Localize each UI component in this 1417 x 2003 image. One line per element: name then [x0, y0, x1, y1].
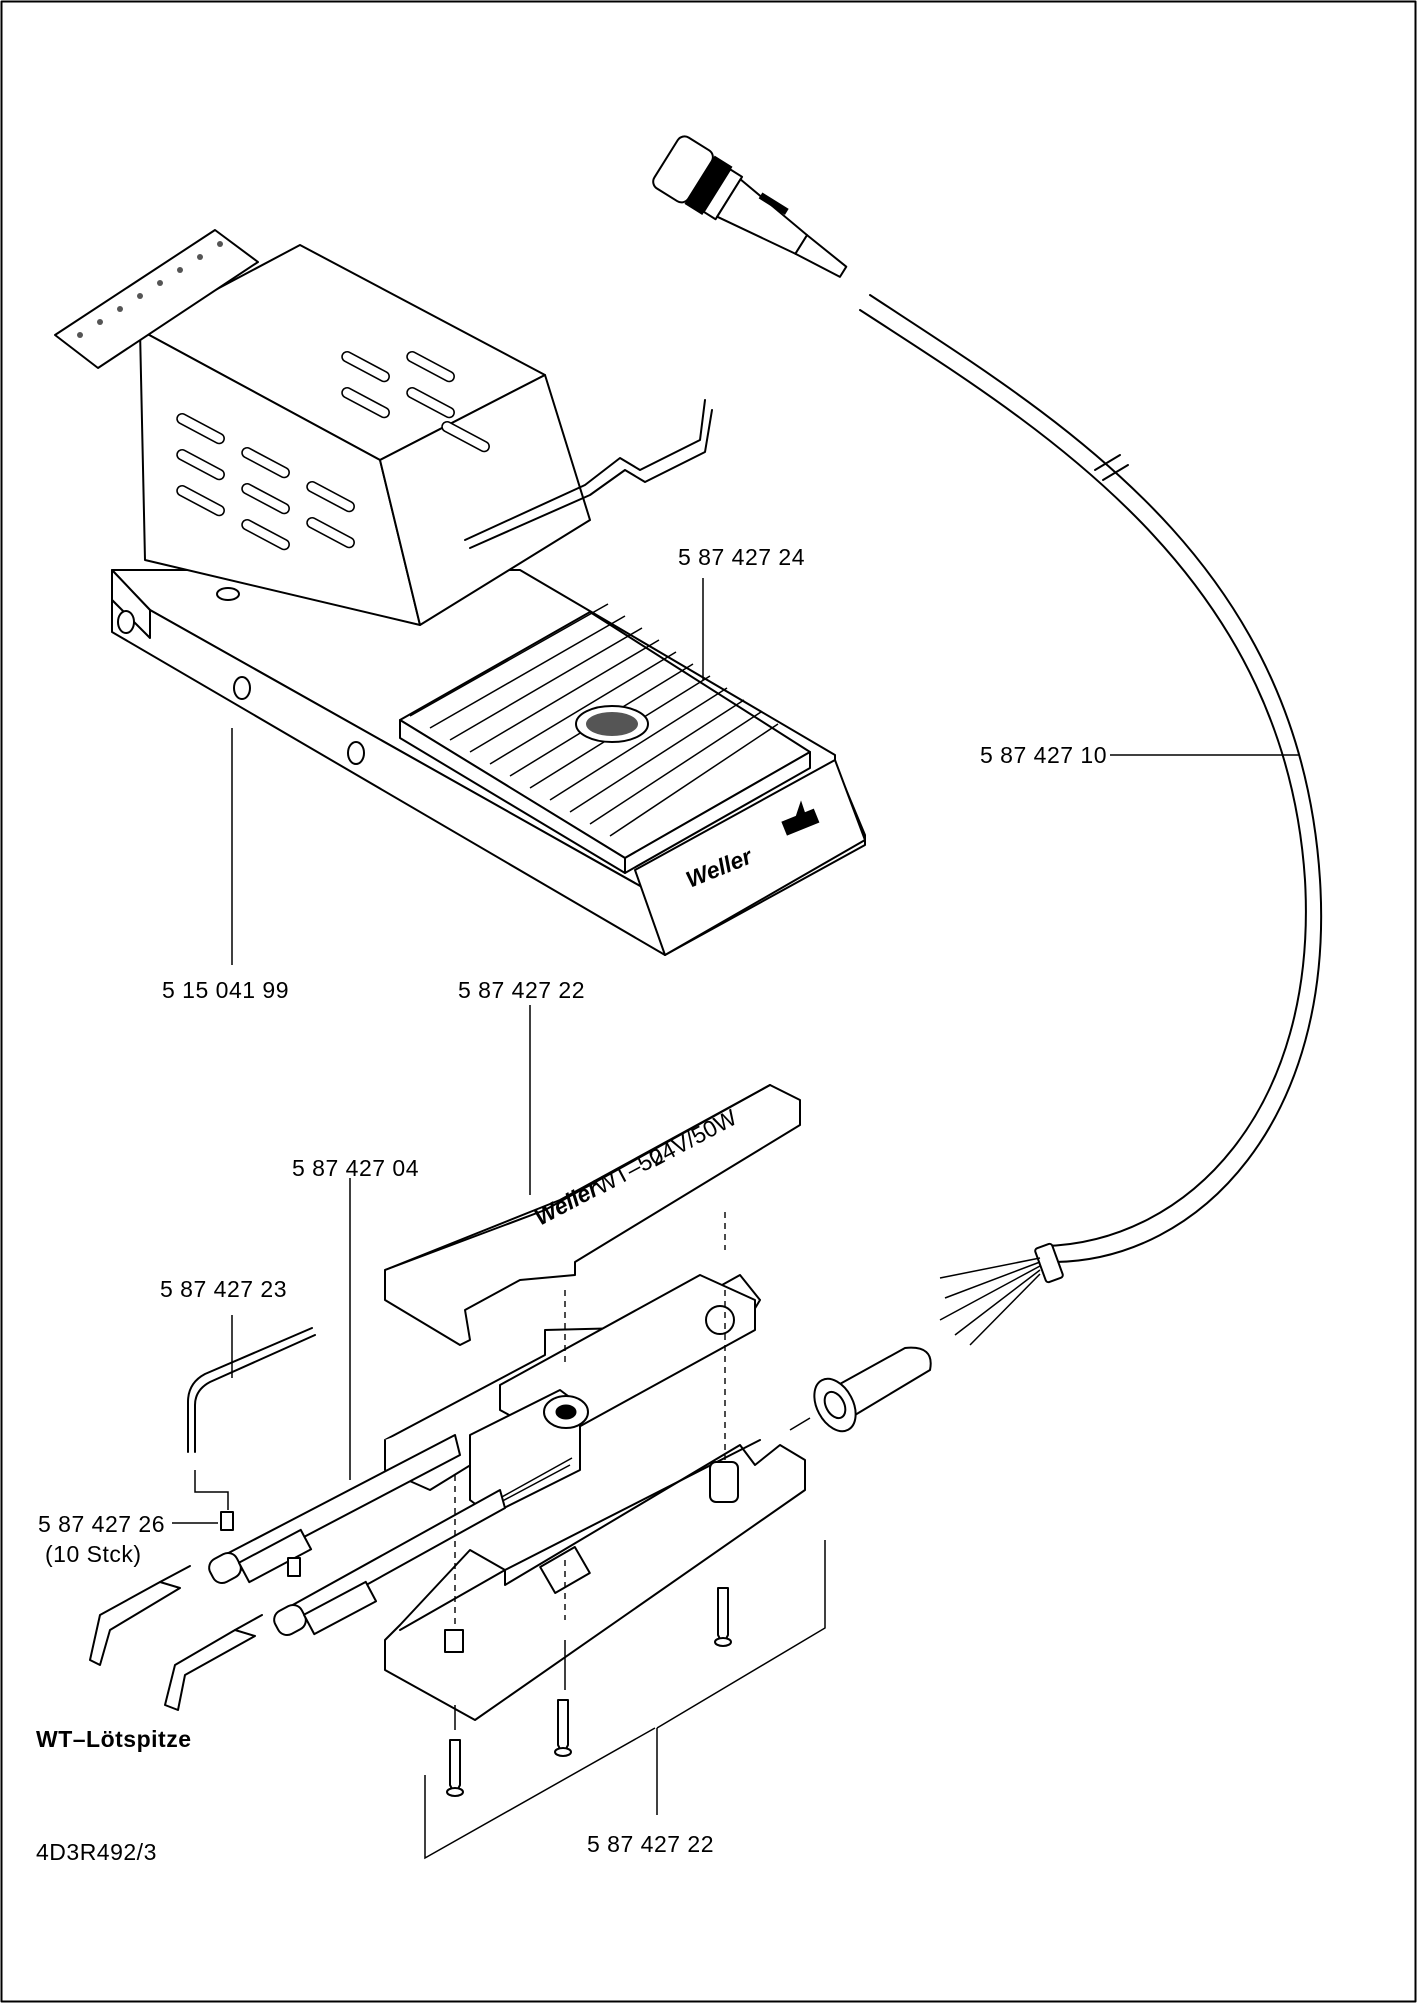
connection-cable: [652, 135, 1323, 1346]
hex-key: [187, 1327, 316, 1510]
soldering-tips: [89, 1565, 263, 1711]
label-cable: 5 87 427 10: [980, 742, 1107, 768]
drawing-id: 4D3R492/3: [36, 1839, 157, 1865]
part-labels: 5 87 427 24 5 87 427 10 5 15 041 99 5 87…: [36, 544, 1107, 1865]
label-set-screw: 5 87 427 26: [38, 1511, 165, 1537]
label-stand: 5 15 041 99: [162, 977, 289, 1003]
tweezer-lower-shell: [384, 1439, 806, 1721]
soldering-stand: Weller: [54, 229, 866, 956]
tweezer-mechanism: [384, 1274, 761, 1516]
esd-icon: [781, 800, 820, 836]
label-hex-key: 5 87 427 23: [160, 1276, 287, 1302]
label-tips: WT–Lötspitze: [36, 1726, 192, 1752]
label-tweezer-arms: 5 87 427 04: [292, 1155, 419, 1181]
label-lower-shell: 5 87 427 22: [587, 1831, 714, 1857]
housing-screws: [446, 1587, 732, 1797]
tweezer-arms: [208, 1434, 506, 1636]
set-screws: [220, 1511, 301, 1577]
label-sponge: 5 87 427 24: [678, 544, 805, 570]
assembly-lines: [454, 1212, 811, 1625]
leader-lines: [172, 578, 826, 1860]
coupling-sleeve: [813, 1346, 932, 1433]
label-set-screw-qty: (10 Stck): [45, 1541, 142, 1567]
label-cover: 5 87 427 22: [458, 977, 585, 1003]
